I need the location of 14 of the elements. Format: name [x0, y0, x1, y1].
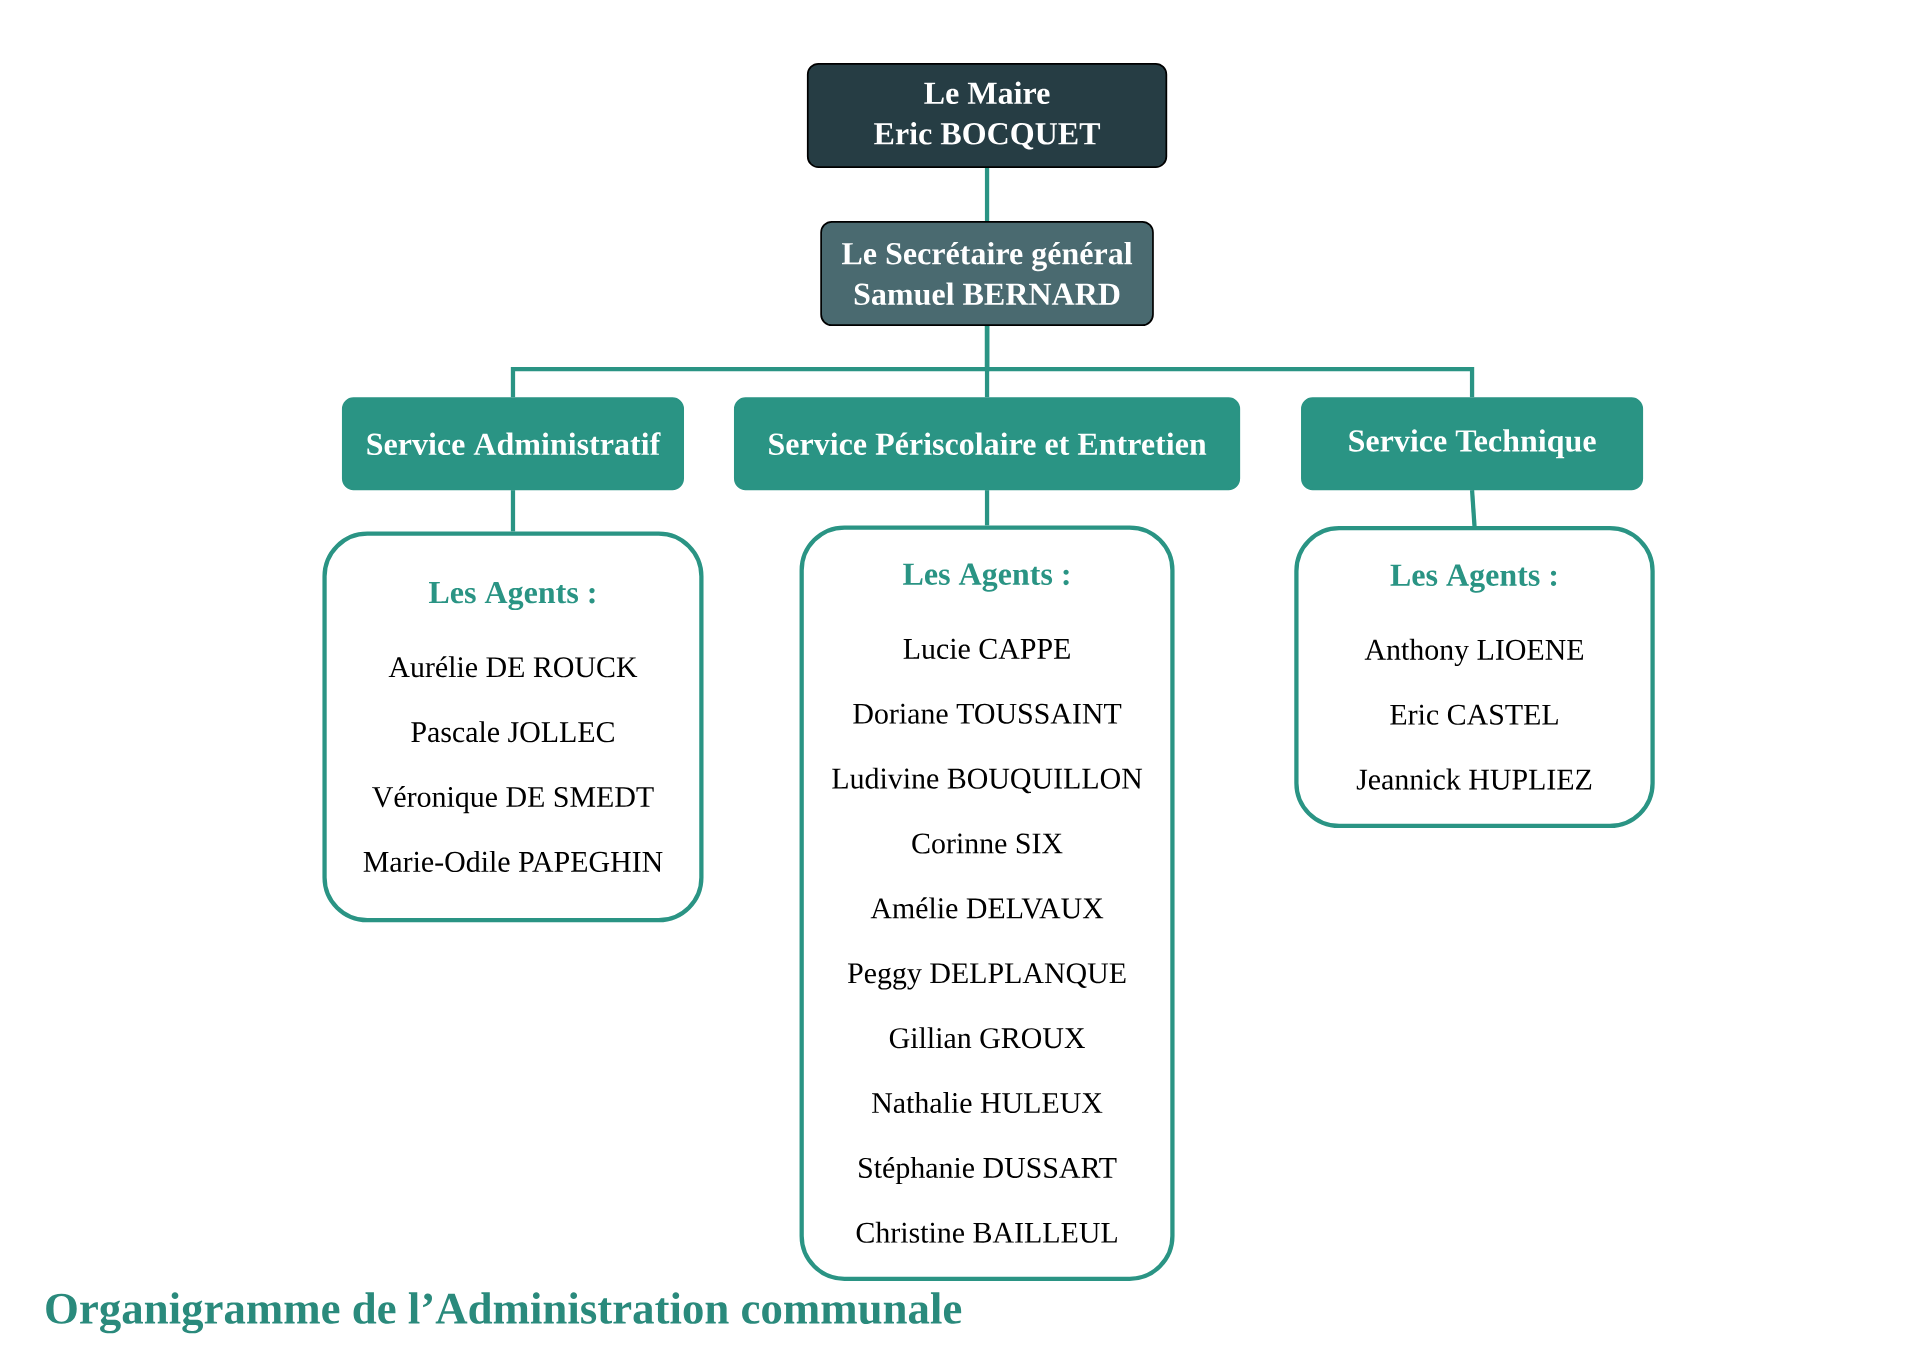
- connector-line: [984, 490, 990, 526]
- chief-box: Le Maire Eric BOCQUET: [806, 63, 1168, 169]
- service-box: Service Technique: [1301, 397, 1644, 491]
- chief-box: Le Secrétaire général Samuel BERNARD: [820, 221, 1154, 327]
- agents-box: Les Agents : Anthony LIOENE Eric CASTEL Jeannick HUPLIEZ: [1294, 526, 1655, 829]
- agents-box: Les Agents : Lucie CAPPE Doriane TOUSSAINT Ludivine BOUQUILLON Corinne SIX Amélie DELVAUX Peggy DELPLANQUE Gillian GROUX Nathalie HULEUX Stéphanie DUSSART Christine BAILLEUL: [799, 525, 1175, 1281]
- service-box: Service Périscolaire et Entretien: [733, 397, 1241, 491]
- connector-line: [510, 490, 516, 532]
- agents-box: Les Agents : Aurélie DE ROUCK Pascale JOLLEC Véronique DE SMEDT Marie-Odile PAPEGHIN: [322, 531, 704, 923]
- service-box: Service Administratif: [341, 397, 684, 491]
- connector-line: [1469, 490, 1477, 527]
- connector-line: [984, 326, 1475, 398]
- diagram-title: Organigramme de l’Administration communale: [46, 1292, 962, 1334]
- connector-line: [984, 168, 990, 222]
